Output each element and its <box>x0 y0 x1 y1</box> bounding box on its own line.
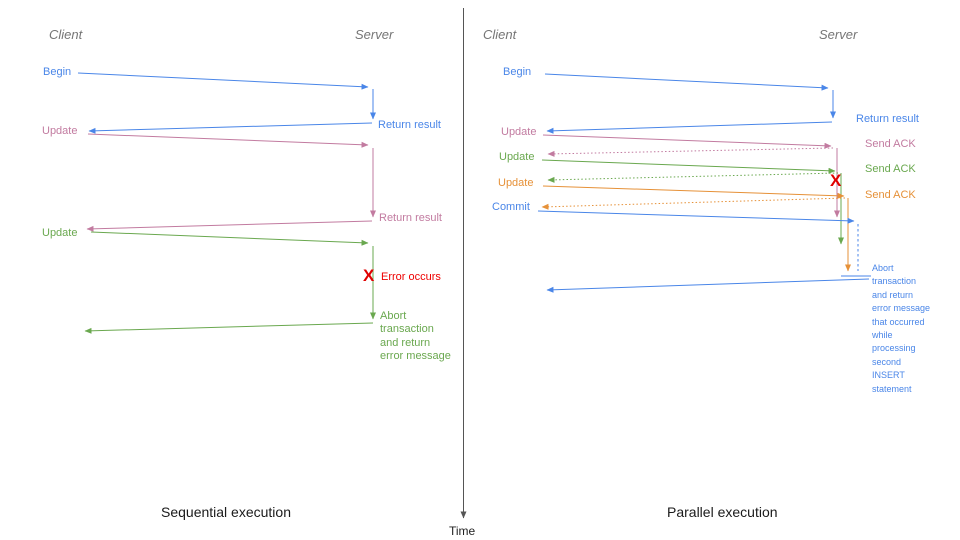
right-update-3-label: Update <box>498 177 534 189</box>
right-send-ack-2-arrow <box>547 172 839 183</box>
right-server-title: Server <box>819 27 858 42</box>
right-return-result-arrow <box>546 121 833 134</box>
left-caption: Sequential execution <box>161 504 291 520</box>
right-caption: Parallel execution <box>667 504 778 520</box>
right-abort-message: Abort transaction and return error messa… <box>872 263 931 394</box>
left-return-result-2-arrow <box>86 220 373 232</box>
right-client-title: Client <box>483 27 517 42</box>
right-update-1-label: Update <box>501 126 537 138</box>
left-update-2-request-arrow <box>90 231 369 246</box>
right-update-2-label: Update <box>499 151 535 163</box>
right-begin-request-arrow <box>544 73 829 91</box>
right-abort-return-arrow <box>546 278 870 293</box>
right-error-x-icon: X <box>830 171 842 190</box>
right-send-ack-2-label: Send ACK <box>865 163 916 175</box>
left-return-result-1-label: Return result <box>378 119 441 131</box>
left-update-1-request-arrow <box>87 133 369 148</box>
right-return-result-label: Return result <box>856 113 919 125</box>
right-send-ack-1-arrow <box>547 147 834 157</box>
right-begin-label: Begin <box>503 66 532 78</box>
left-client-title: Client <box>49 27 83 42</box>
left-server-title: Server <box>355 27 394 42</box>
time-axis-label: Time <box>449 524 476 538</box>
right-commit-request-arrow <box>537 210 855 224</box>
right-update-2-request-arrow <box>541 159 836 174</box>
left-error-x-icon: X <box>363 266 375 285</box>
right-commit-label: Commit <box>492 201 530 213</box>
left-error-occurs-label: Error occurs <box>381 271 441 283</box>
left-return-result-1-arrow <box>88 122 373 134</box>
left-begin-label: Begin <box>43 66 72 78</box>
right-update-1-request-arrow <box>542 134 832 149</box>
left-update-1-label: Update <box>42 125 78 137</box>
left-abort-message: Abort transaction and return error messa… <box>380 310 451 363</box>
left-update-2-label: Update <box>42 227 78 239</box>
left-begin-request-arrow <box>77 72 369 90</box>
right-send-ack-3-arrow <box>541 197 846 210</box>
right-send-ack-1-label: Send ACK <box>865 138 916 150</box>
right-send-ack-3-label: Send ACK <box>865 189 916 201</box>
left-return-result-2-label: Return result <box>379 212 442 224</box>
right-update-3-request-arrow <box>542 185 845 199</box>
left-abort-return-arrow <box>84 322 374 334</box>
